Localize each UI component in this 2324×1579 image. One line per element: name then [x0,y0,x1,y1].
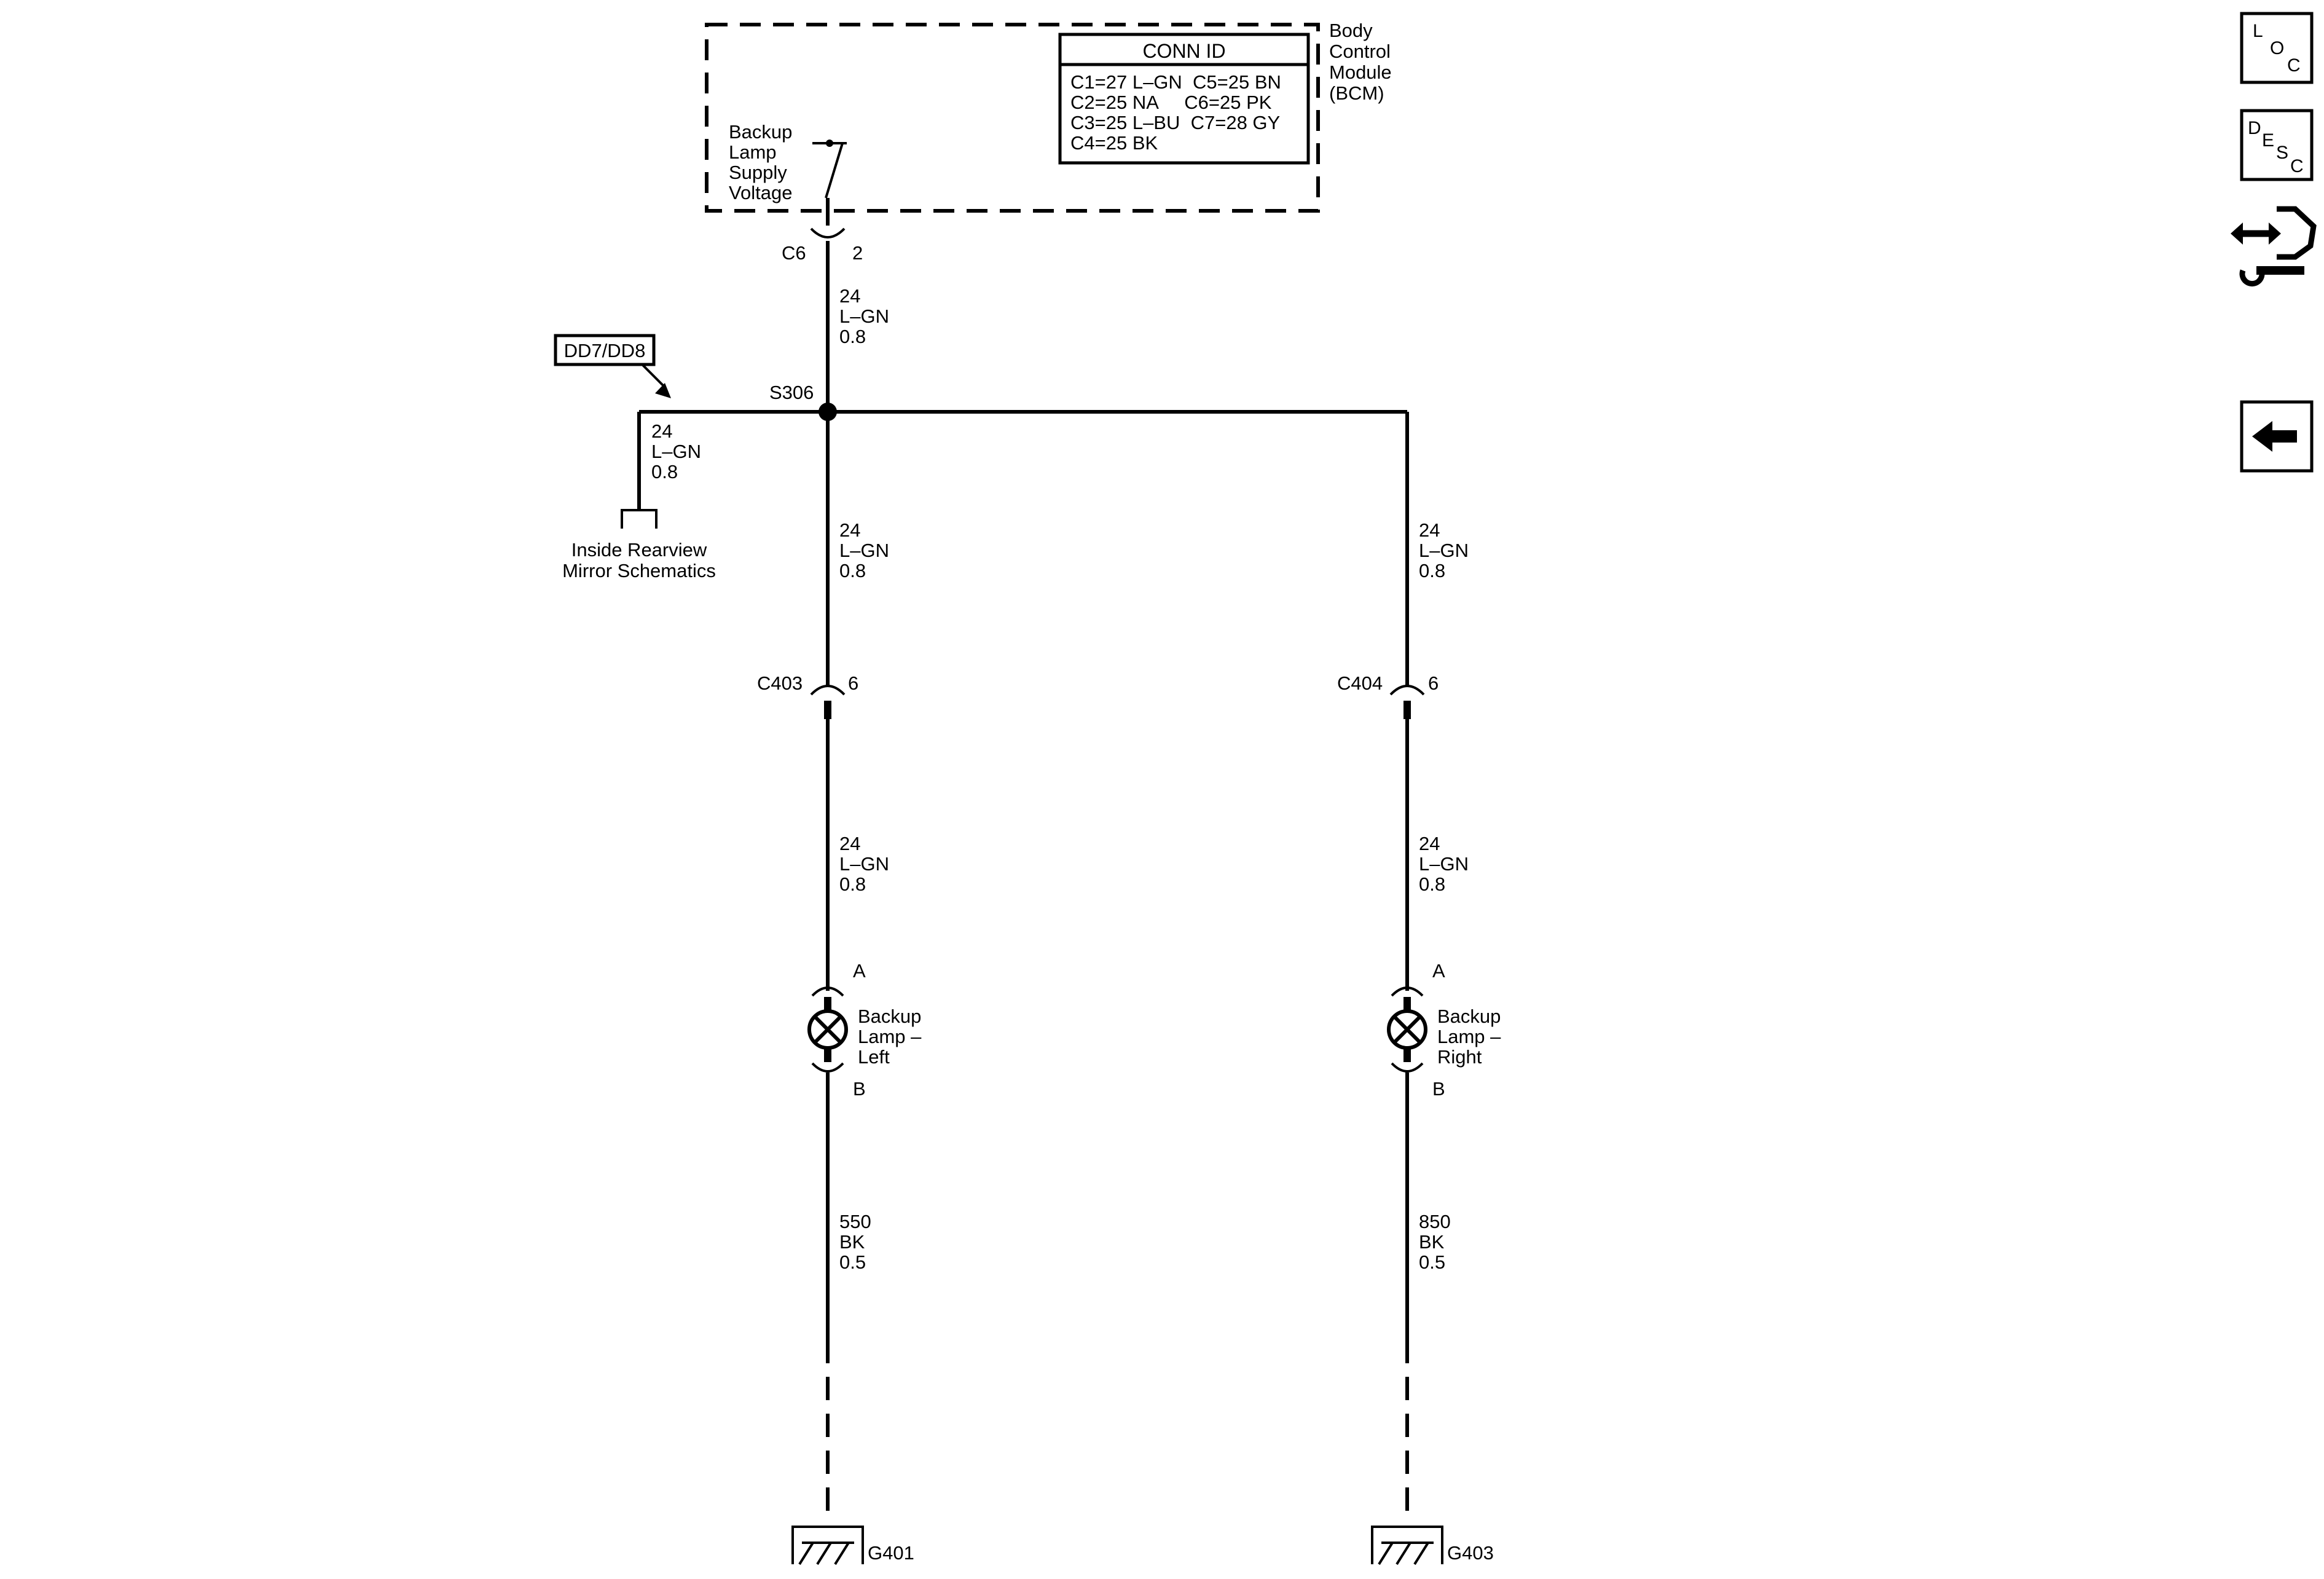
svg-text:L–GN: L–GN [839,540,889,561]
wire-label-splice-to-c404: 24 L–GN 0.8 [1419,519,1469,581]
bcm-output-switch-symbol [812,140,847,209]
svg-text:S: S [2276,143,2288,163]
ground-id: G403 [1447,1542,1494,1564]
conn-id-table: CONN ID C1=27 L–GN C5=25 BN C2=25 NA C6=… [1058,33,1310,165]
connector-id: C403 [757,672,803,694]
conn-id-row: C2=25 NA C6=25 PK [1070,92,1272,113]
wire-label-lamp-right-to-ground: 850 BK 0.5 [1419,1211,1451,1273]
conn-id-title: CONN ID [1142,40,1225,62]
connector-pin: 6 [848,672,858,694]
lamp-name-line: Right [1437,1046,1482,1068]
bcm-name-line: (BCM) [1329,82,1384,104]
svg-text:24: 24 [839,833,860,854]
connector-pin: 6 [1428,672,1439,694]
svg-text:0.8: 0.8 [839,873,866,895]
connector-id: C6 [782,242,806,264]
svg-text:D: D [2248,118,2261,138]
svg-text:L–GN: L–GN [651,441,701,462]
svg-text:Lamp: Lamp [729,141,777,163]
lamp-pin-a: A [1432,960,1445,982]
back-button[interactable] [2240,400,2314,473]
lamp-name-line: Left [858,1046,890,1068]
wire-label-splice-to-c403: 24 L–GN 0.8 [839,519,889,581]
bcm-name-line: Body [1329,20,1373,41]
svg-text:C: C [2287,55,2301,76]
connector-c6: C6 2 [782,209,863,264]
svg-text:0.8: 0.8 [839,326,866,347]
svg-text:BK: BK [839,1231,865,1253]
conn-id-row: C1=27 L–GN C5=25 BN [1070,71,1281,93]
lamp-name-line: Lamp – [858,1026,922,1047]
schematic-reference-symbol [621,509,658,529]
svg-text:Mirror Schematics: Mirror Schematics [562,560,716,581]
svg-text:BK: BK [1419,1231,1445,1253]
svg-text:0.8: 0.8 [1419,873,1445,895]
svg-text:0.8: 0.8 [1419,560,1445,581]
connector-pin: 2 [852,242,863,264]
svg-text:850: 850 [1419,1211,1451,1232]
svg-text:Backup: Backup [729,121,792,143]
bcm-module-name: Body Control Module (BCM) [1329,20,1392,104]
back-arrow-icon [2252,421,2297,452]
lamp-pin-b: B [853,1078,866,1100]
splice-id: S306 [769,382,814,403]
svg-text:L–GN: L–GN [839,853,889,875]
svg-text:L–GN: L–GN [1419,540,1469,561]
svg-text:24: 24 [839,285,860,307]
backup-lamp-supply-label: Backup Lamp Supply Voltage [729,121,792,203]
bcm-module-boundary [705,23,1320,213]
svg-text:24: 24 [1419,519,1440,541]
svg-text:L: L [2253,21,2263,41]
svg-text:DD7/DD8: DD7/DD8 [564,340,646,361]
lamp-pin-b: B [1432,1078,1445,1100]
svg-text:24: 24 [1419,833,1440,854]
wire-label-bcm-to-splice: 24 L–GN 0.8 [839,285,889,347]
lamp-name-line: Lamp – [1437,1026,1501,1047]
lamp-pin-a: A [853,960,866,982]
svg-text:Voltage: Voltage [729,182,792,203]
svg-text:O: O [2270,38,2284,58]
svg-text:0.8: 0.8 [651,461,678,482]
ground-g403: G403 [1371,1526,1494,1565]
connector-c403: C403 6 [757,672,858,719]
svg-text:E: E [2262,130,2274,151]
wire-label-c403-to-lamp-left: 24 L–GN 0.8 [839,833,889,895]
connector-c404: C404 6 [1337,672,1439,719]
ground-g401: G401 [791,1526,914,1565]
svg-text:C: C [2290,156,2304,176]
desc-button[interactable]: D E S C [2240,109,2314,181]
conn-id-row: C4=25 BK [1070,132,1158,154]
svg-text:L–GN: L–GN [839,305,889,327]
svg-text:0.8: 0.8 [839,560,866,581]
svg-text:Supply: Supply [729,162,787,183]
svg-text:550: 550 [839,1211,871,1232]
backup-lamp-right: A B Backup Lamp – Right [1387,960,1501,1100]
mirror-schematics-reference[interactable]: Inside Rearview Mirror Schematics [562,539,716,581]
svg-text:24: 24 [651,420,672,442]
option-tag-dd7-dd8: DD7/DD8 [554,334,671,398]
bcm-name-line: Module [1329,61,1392,83]
wire-label-mirror-branch: 24 L–GN 0.8 [651,420,701,482]
connector-id: C404 [1337,672,1383,694]
svg-text:Inside Rearview: Inside Rearview [571,539,707,561]
bcm-name-line: Control [1329,41,1391,62]
loc-button[interactable]: L O C [2240,12,2314,84]
wire-label-c404-to-lamp-right: 24 L–GN 0.8 [1419,833,1469,895]
backup-lamp-left: A B Backup Lamp – Left [807,960,922,1100]
svg-text:24: 24 [839,519,860,541]
conn-id-row: C3=25 L–BU C7=28 GY [1070,112,1280,133]
svg-text:0.5: 0.5 [1419,1251,1445,1273]
lamp-name-line: Backup [858,1006,921,1027]
svg-text:L–GN: L–GN [1419,853,1469,875]
svg-text:0.5: 0.5 [839,1251,866,1273]
wire-label-lamp-left-to-ground: 550 BK 0.5 [839,1211,871,1273]
connector-end-view-icon[interactable] [2231,206,2317,286]
lamp-name-line: Backup [1437,1006,1501,1027]
ground-id: G401 [868,1542,914,1564]
